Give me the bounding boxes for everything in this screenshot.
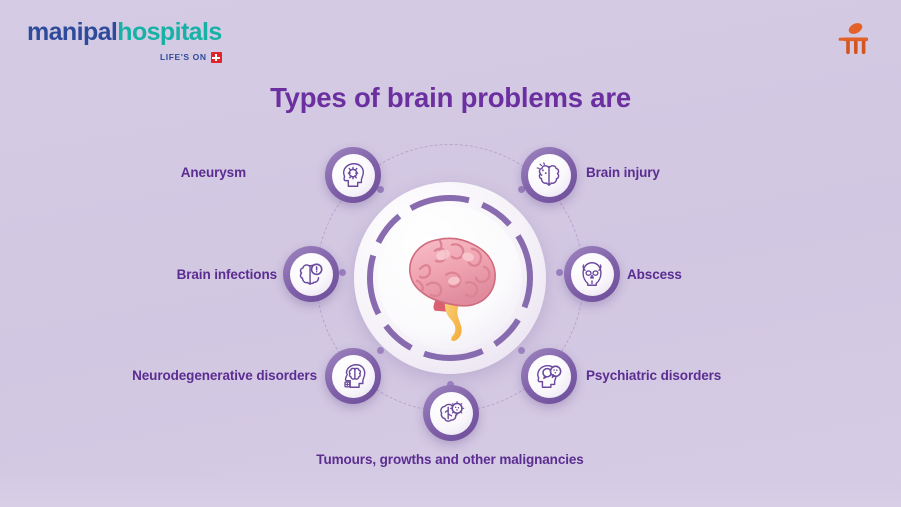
- brain-illustration-icon: [409, 237, 496, 342]
- head-speech-bubbles-icon: [537, 364, 562, 388]
- connector-dot: [447, 381, 454, 388]
- badge-neurodegenerative-disorders[interactable]: [325, 348, 381, 404]
- logo-primary-text: manipal: [27, 18, 118, 46]
- label-abscess: Abscess: [627, 267, 682, 282]
- badge-brain-injury[interactable]: [521, 147, 577, 203]
- brain-injury-icon: [536, 162, 560, 187]
- connector-dot: [377, 186, 384, 193]
- head-aneurysm-icon: [342, 163, 365, 187]
- badge-aneurysm[interactable]: [325, 147, 381, 203]
- red-cross-icon: [210, 52, 222, 63]
- brain-infection-alert-icon: [299, 263, 323, 286]
- connector-dot: [556, 269, 563, 276]
- brain-tumour-cell-icon: [440, 401, 465, 422]
- label-tumours: Tumours, growths and other malignancies: [316, 452, 584, 467]
- badge-brain-infections[interactable]: [283, 246, 339, 302]
- skull-face-abscess-icon: [582, 262, 602, 286]
- badge-abscess[interactable]: [564, 246, 620, 302]
- label-aneurysm: Aneurysm: [180, 165, 246, 180]
- connector-dot: [339, 269, 346, 276]
- page-title: Types of brain problems are: [270, 82, 631, 113]
- head-brain-decline-icon: [344, 364, 366, 388]
- connector-dot: [518, 186, 525, 193]
- badge-psychiatric-disorders[interactable]: [521, 348, 577, 404]
- label-brain-injury: Brain injury: [586, 165, 660, 180]
- bottom-band: [0, 479, 901, 507]
- logo-tagline: LIFE'S ON: [27, 52, 222, 63]
- connector-dot: [377, 347, 384, 354]
- manipal-hospitals-logo: manipalhospitals LIFE'S ON: [27, 20, 222, 63]
- label-psychiatric-disorders: Psychiatric disorders: [586, 368, 722, 383]
- logo-secondary-text: hospitals: [117, 18, 222, 46]
- badge-tumours[interactable]: [423, 385, 479, 441]
- orange-brand-mark-icon: [833, 19, 873, 59]
- connector-dot: [518, 347, 525, 354]
- logo-tagline-text: LIFE'S ON: [160, 52, 207, 63]
- brain-disc-inner: [378, 206, 522, 350]
- label-neurodegenerative-disorders: Neurodegenerative disorders: [132, 368, 317, 383]
- label-brain-infections: Brain infections: [176, 267, 278, 282]
